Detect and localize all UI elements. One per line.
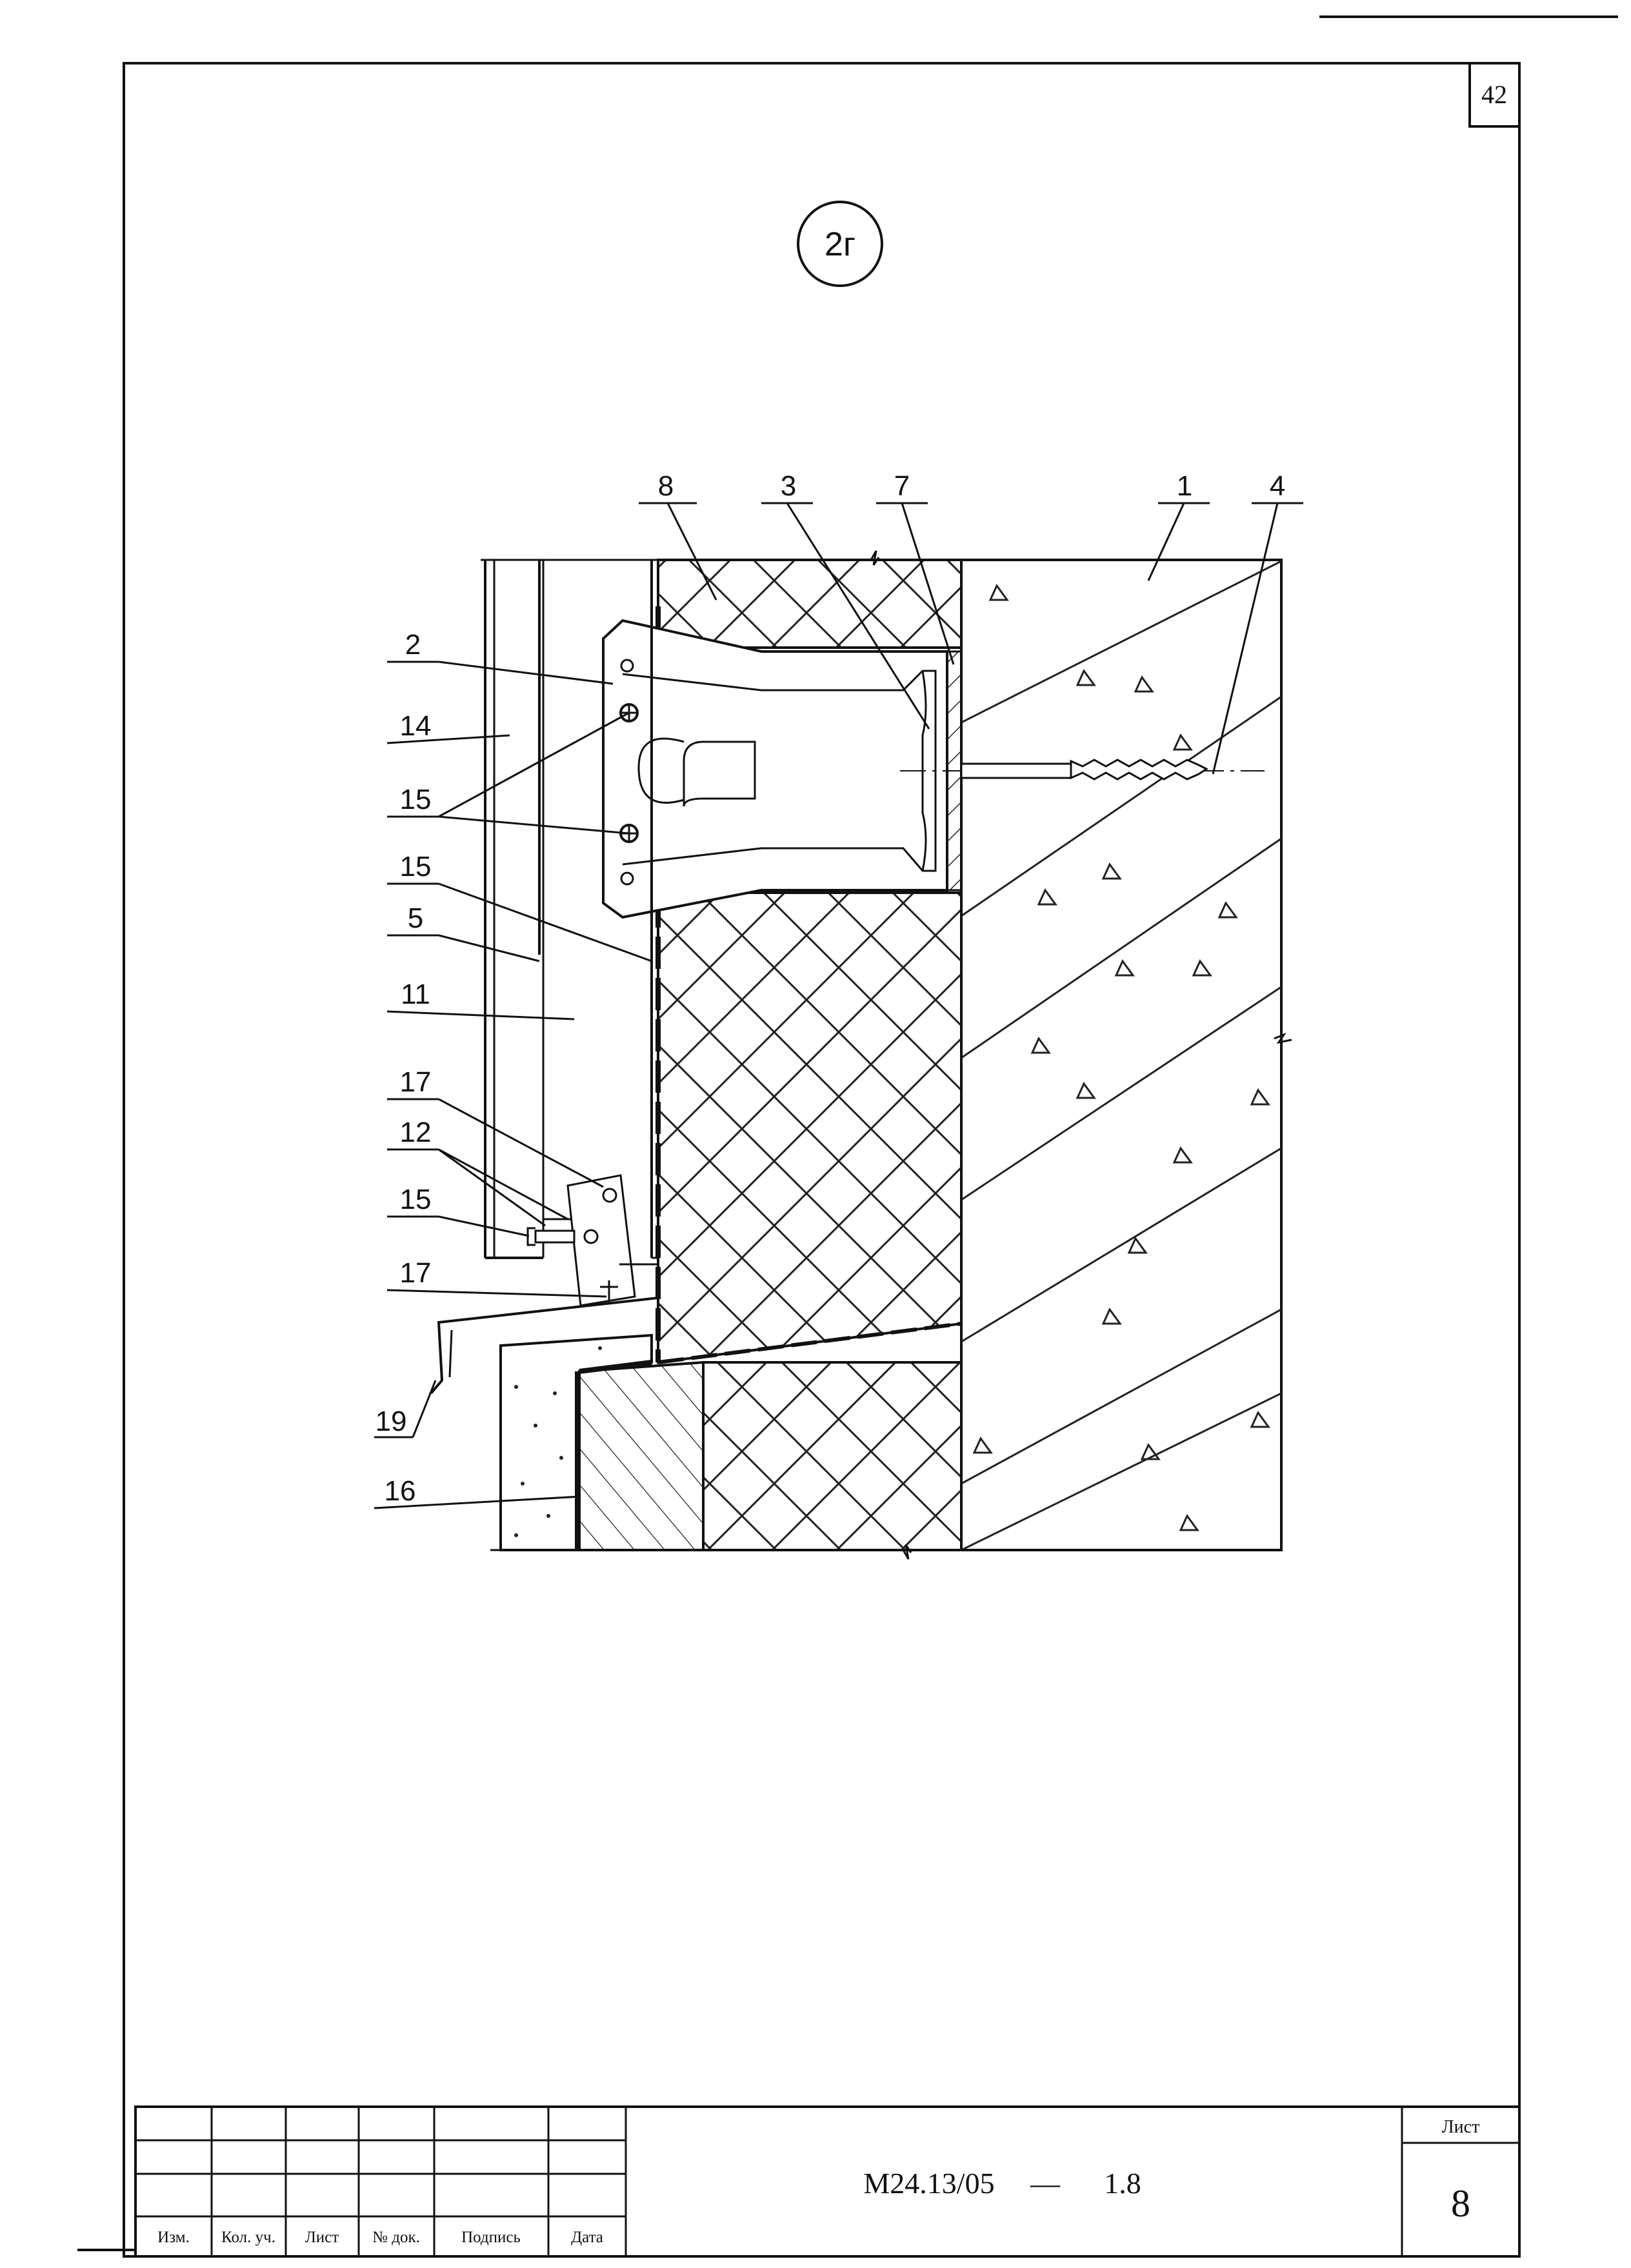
insulation-base — [702, 1361, 963, 1551]
callout-15-bolt: 15 — [400, 1184, 432, 1215]
view-marker-label: 2г — [825, 226, 856, 263]
callout-labels: 8 3 7 1 4 2 14 15 15 5 11 17 12 15 17 19… — [375, 470, 1286, 1507]
corner-number: 42 — [1481, 80, 1507, 109]
anchor-dowel — [960, 759, 1208, 781]
callout-1: 1 — [1177, 470, 1192, 502]
title-block: Изм. Кол. уч. Лист № док. Подпись Дата М… — [134, 2105, 1521, 2258]
col-header-date: Дата — [571, 2229, 603, 2246]
document-designation: М24.13/05 — [863, 2167, 994, 2200]
designation-dash: — — [1030, 2167, 1061, 2200]
callout-14: 14 — [400, 710, 432, 742]
col-header-doc-no: № док. — [372, 2229, 420, 2246]
section-drawing — [430, 550, 1292, 1560]
callout-12: 12 — [400, 1117, 432, 1148]
callout-7: 7 — [894, 470, 910, 502]
callout-15-bracket: 15 — [400, 784, 432, 815]
col-header-list: Лист — [305, 2229, 339, 2246]
callout-16: 16 — [385, 1475, 416, 1507]
callout-3: 3 — [781, 470, 796, 502]
callout-leaders — [374, 502, 1303, 1509]
slope-membrane — [657, 1322, 962, 1364]
cladding-assembly — [481, 559, 658, 1259]
callout-17-upper: 17 — [400, 1066, 432, 1098]
corner-number-box: 42 — [1468, 62, 1521, 128]
callout-2: 2 — [405, 629, 421, 661]
col-header-izm: Изм. — [157, 2229, 190, 2246]
callout-19: 19 — [375, 1406, 407, 1437]
callout-8: 8 — [658, 470, 674, 502]
col-header-signature: Подпись — [461, 2229, 521, 2246]
designation-section: 1.8 — [1104, 2167, 1141, 2200]
sheet-number: 8 — [1451, 2182, 1470, 2225]
callout-5: 5 — [408, 902, 423, 934]
window-frame-block — [499, 1333, 705, 1551]
mounting-bracket — [602, 619, 1265, 919]
callout-11: 11 — [401, 979, 430, 1010]
callout-17-lower: 17 — [400, 1257, 432, 1289]
callout-4: 4 — [1270, 470, 1285, 502]
view-marker: 2г — [797, 201, 883, 287]
insulation-lower — [657, 891, 963, 1364]
concrete-wall — [960, 559, 1292, 1551]
connector-plate — [526, 1174, 658, 1307]
sill-flashing — [430, 1297, 659, 1395]
col-header-kol-uch: Кол. уч. — [221, 2229, 275, 2246]
sheet-label: Лист — [1442, 2117, 1480, 2137]
callout-15-film: 15 — [400, 851, 432, 882]
